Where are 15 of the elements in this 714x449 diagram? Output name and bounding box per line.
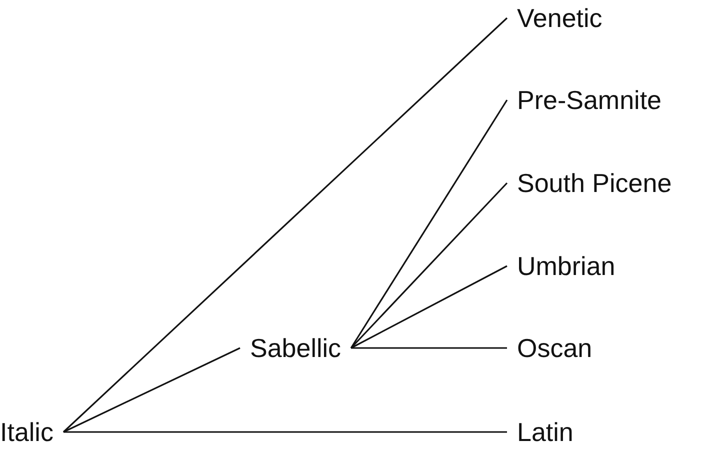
branch-line <box>62 17 508 433</box>
language-label: Italic <box>0 417 54 447</box>
language-label: Oscan <box>517 333 592 363</box>
language-label: Pre-Samnite <box>517 85 662 115</box>
language-label: Latin <box>517 417 574 447</box>
branch-line <box>350 265 508 349</box>
branch-line <box>351 347 507 349</box>
language-label: South Picene <box>517 168 672 198</box>
branch-line <box>63 431 507 433</box>
language-label: Sabellic <box>250 333 342 363</box>
language-label: Venetic <box>517 3 602 33</box>
branch-line <box>63 347 240 433</box>
language-label: Umbrian <box>517 251 616 281</box>
branch-line <box>350 182 508 349</box>
branch-line <box>350 100 508 348</box>
